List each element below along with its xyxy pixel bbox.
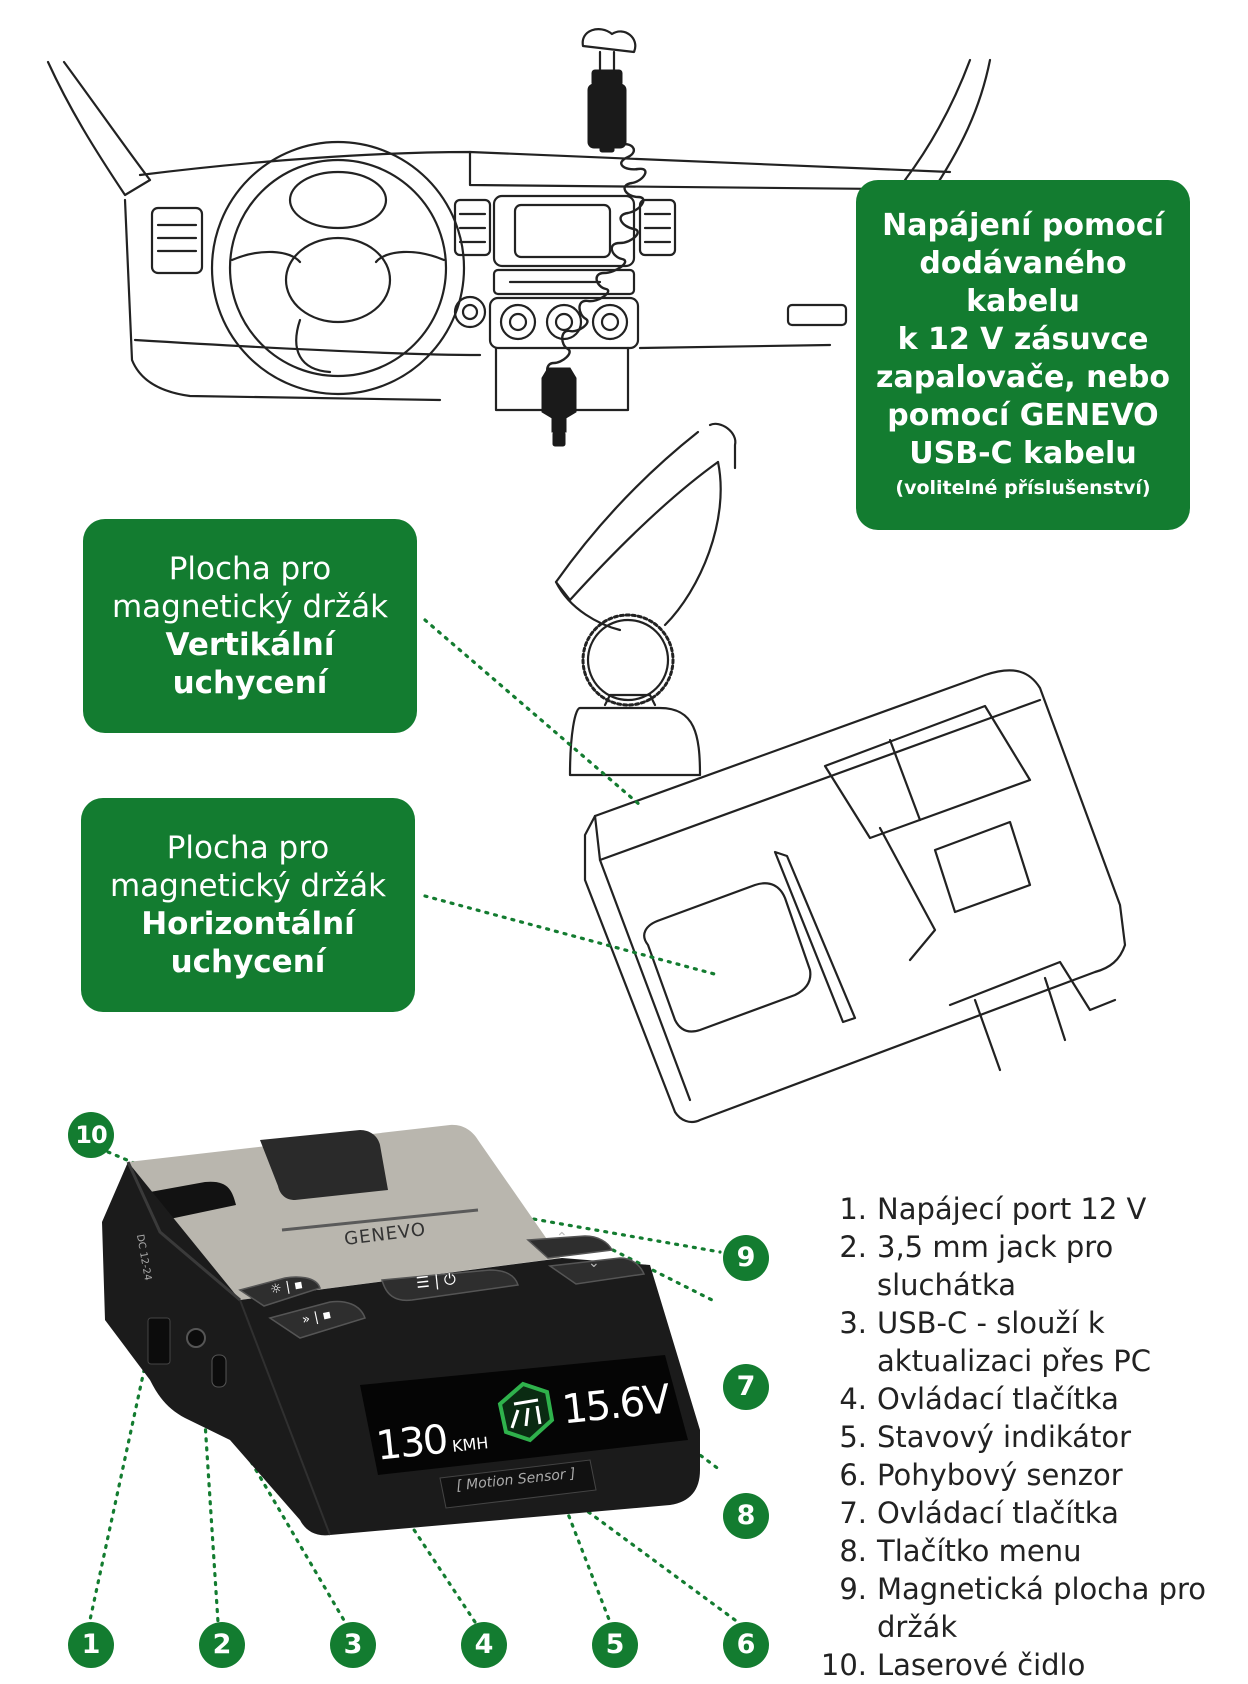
legend-text: Laserové čidlo	[877, 1648, 1086, 1682]
legend-text: Tlačítko menu	[877, 1534, 1082, 1568]
power-line-2: dodávaného	[919, 246, 1127, 281]
legend-text: 3,5 mm jack pro sluchátka	[877, 1230, 1114, 1302]
legend-num: 3.	[839, 1306, 867, 1340]
power-line-6: pomocí GENEVO	[887, 398, 1159, 433]
suction-holder-drawing	[554, 422, 737, 777]
legend-text: Ovládací tlačítka	[877, 1382, 1119, 1416]
down-button	[547, 1257, 646, 1285]
coiled-cable-drawing	[542, 142, 647, 397]
menu-button	[381, 1269, 519, 1302]
legend-item: 5. Stavový indikátor	[815, 1418, 1235, 1456]
horizontal-line-2: magnetický držák	[109, 868, 387, 904]
badge-8: 8	[723, 1493, 769, 1539]
badge-2: 2	[199, 1622, 245, 1668]
legend-item: 7. Ovládací tlačítka	[815, 1494, 1235, 1532]
legend-text: Ovládací tlačítka	[877, 1496, 1119, 1530]
badge-1: 1	[68, 1622, 114, 1668]
jack-port	[186, 1328, 206, 1348]
device-top-panel	[128, 1124, 560, 1300]
up-arrow-icon: ⌃	[556, 1230, 568, 1246]
usbc-port	[211, 1354, 227, 1388]
vertical-mount-box: Plocha pro magnetický držák Vertikální u…	[83, 519, 417, 733]
power-line-7: USB-C kabelu	[909, 436, 1137, 471]
badge-10: 10	[68, 1112, 114, 1158]
legend-item: 4. Ovládací tlačítka	[815, 1380, 1235, 1418]
badge-5: 5	[592, 1622, 638, 1668]
badge-7: 7	[723, 1364, 769, 1410]
power-note: (volitelné příslušenství)	[895, 477, 1151, 499]
legend-item: 6. Pohybový senzor	[815, 1456, 1235, 1494]
down-arrow-icon: ⌄	[588, 1255, 600, 1271]
car-dashboard-drawing	[46, 28, 992, 412]
horizontal-mount-box: Plocha pro magnetický držák Horizontální…	[81, 798, 415, 1012]
vertical-bold-1: Vertikální	[165, 627, 335, 663]
legend-num: 5.	[839, 1420, 867, 1454]
detector-underside-drawing	[583, 669, 1127, 1124]
badge-3: 3	[330, 1622, 376, 1668]
power-line-3: kabelu	[966, 284, 1080, 319]
radar-detector	[102, 1124, 700, 1536]
legend-num: 7.	[839, 1496, 867, 1530]
legend-num: 6.	[839, 1458, 867, 1492]
up-button	[526, 1235, 614, 1259]
horizontal-bold-2: uchycení	[170, 944, 326, 980]
legend-text: Napájecí port 12 V	[877, 1192, 1147, 1226]
legend-item: 10. Laserové čidlo	[815, 1646, 1235, 1684]
power-line-4: k 12 V zásuvce	[897, 322, 1149, 357]
vertical-line-2: magnetický držák	[111, 589, 389, 625]
legend-text: Stavový indikátor	[877, 1420, 1131, 1454]
legend-num: 10.	[820, 1648, 867, 1682]
legend-item: 3. USB-C - slouží k aktualizaci přes PC	[815, 1304, 1235, 1380]
power-line-1: Napájení pomocí	[882, 208, 1164, 243]
badge-9: 9	[723, 1235, 769, 1281]
legend-num: 9.	[839, 1572, 867, 1606]
legend-num: 2.	[839, 1230, 867, 1264]
legend-item: 2. 3,5 mm jack pro sluchátka	[815, 1228, 1235, 1304]
power-line-5: zapalovače, nebo	[876, 360, 1170, 395]
legend-text: Pohybový senzor	[877, 1458, 1123, 1492]
legend-text: Magnetická plocha pro držák	[877, 1572, 1207, 1644]
legend-item: 1. Napájecí port 12 V	[815, 1190, 1235, 1228]
legend-text: USB-C - slouží k aktualizaci přes PC	[877, 1306, 1152, 1378]
legend-num: 1.	[839, 1192, 867, 1226]
parts-legend: 1. Napájecí port 12 V 2. 3,5 mm jack pro s…	[815, 1190, 1235, 1684]
vertical-line-1: Plocha pro	[168, 551, 332, 587]
legend-item: 8. Tlačítko menu	[815, 1532, 1235, 1570]
badge-6: 6	[723, 1622, 769, 1668]
speed-unit: KMH	[451, 1433, 490, 1456]
laser-sensor	[150, 1181, 236, 1220]
badge-4: 4	[461, 1622, 507, 1668]
legend-num: 4.	[839, 1382, 867, 1416]
cable-adapter-top	[587, 69, 627, 153]
left-button-lower	[268, 1300, 366, 1339]
left-button-upper	[238, 1276, 321, 1307]
legend-num: 8.	[839, 1534, 867, 1568]
speed-value: 130	[373, 1416, 449, 1470]
horizontal-line-1: Plocha pro	[166, 830, 330, 866]
power-port	[147, 1317, 171, 1365]
power-info-box: Napájení pomocí dodávaného kabelu k 12 V…	[856, 180, 1190, 530]
horizontal-bold-1: Horizontální	[141, 906, 355, 942]
vertical-bold-2: uchycení	[172, 665, 328, 701]
cigarette-plug	[541, 367, 577, 447]
legend-item: 9. Magnetická plocha pro držák	[815, 1570, 1235, 1646]
